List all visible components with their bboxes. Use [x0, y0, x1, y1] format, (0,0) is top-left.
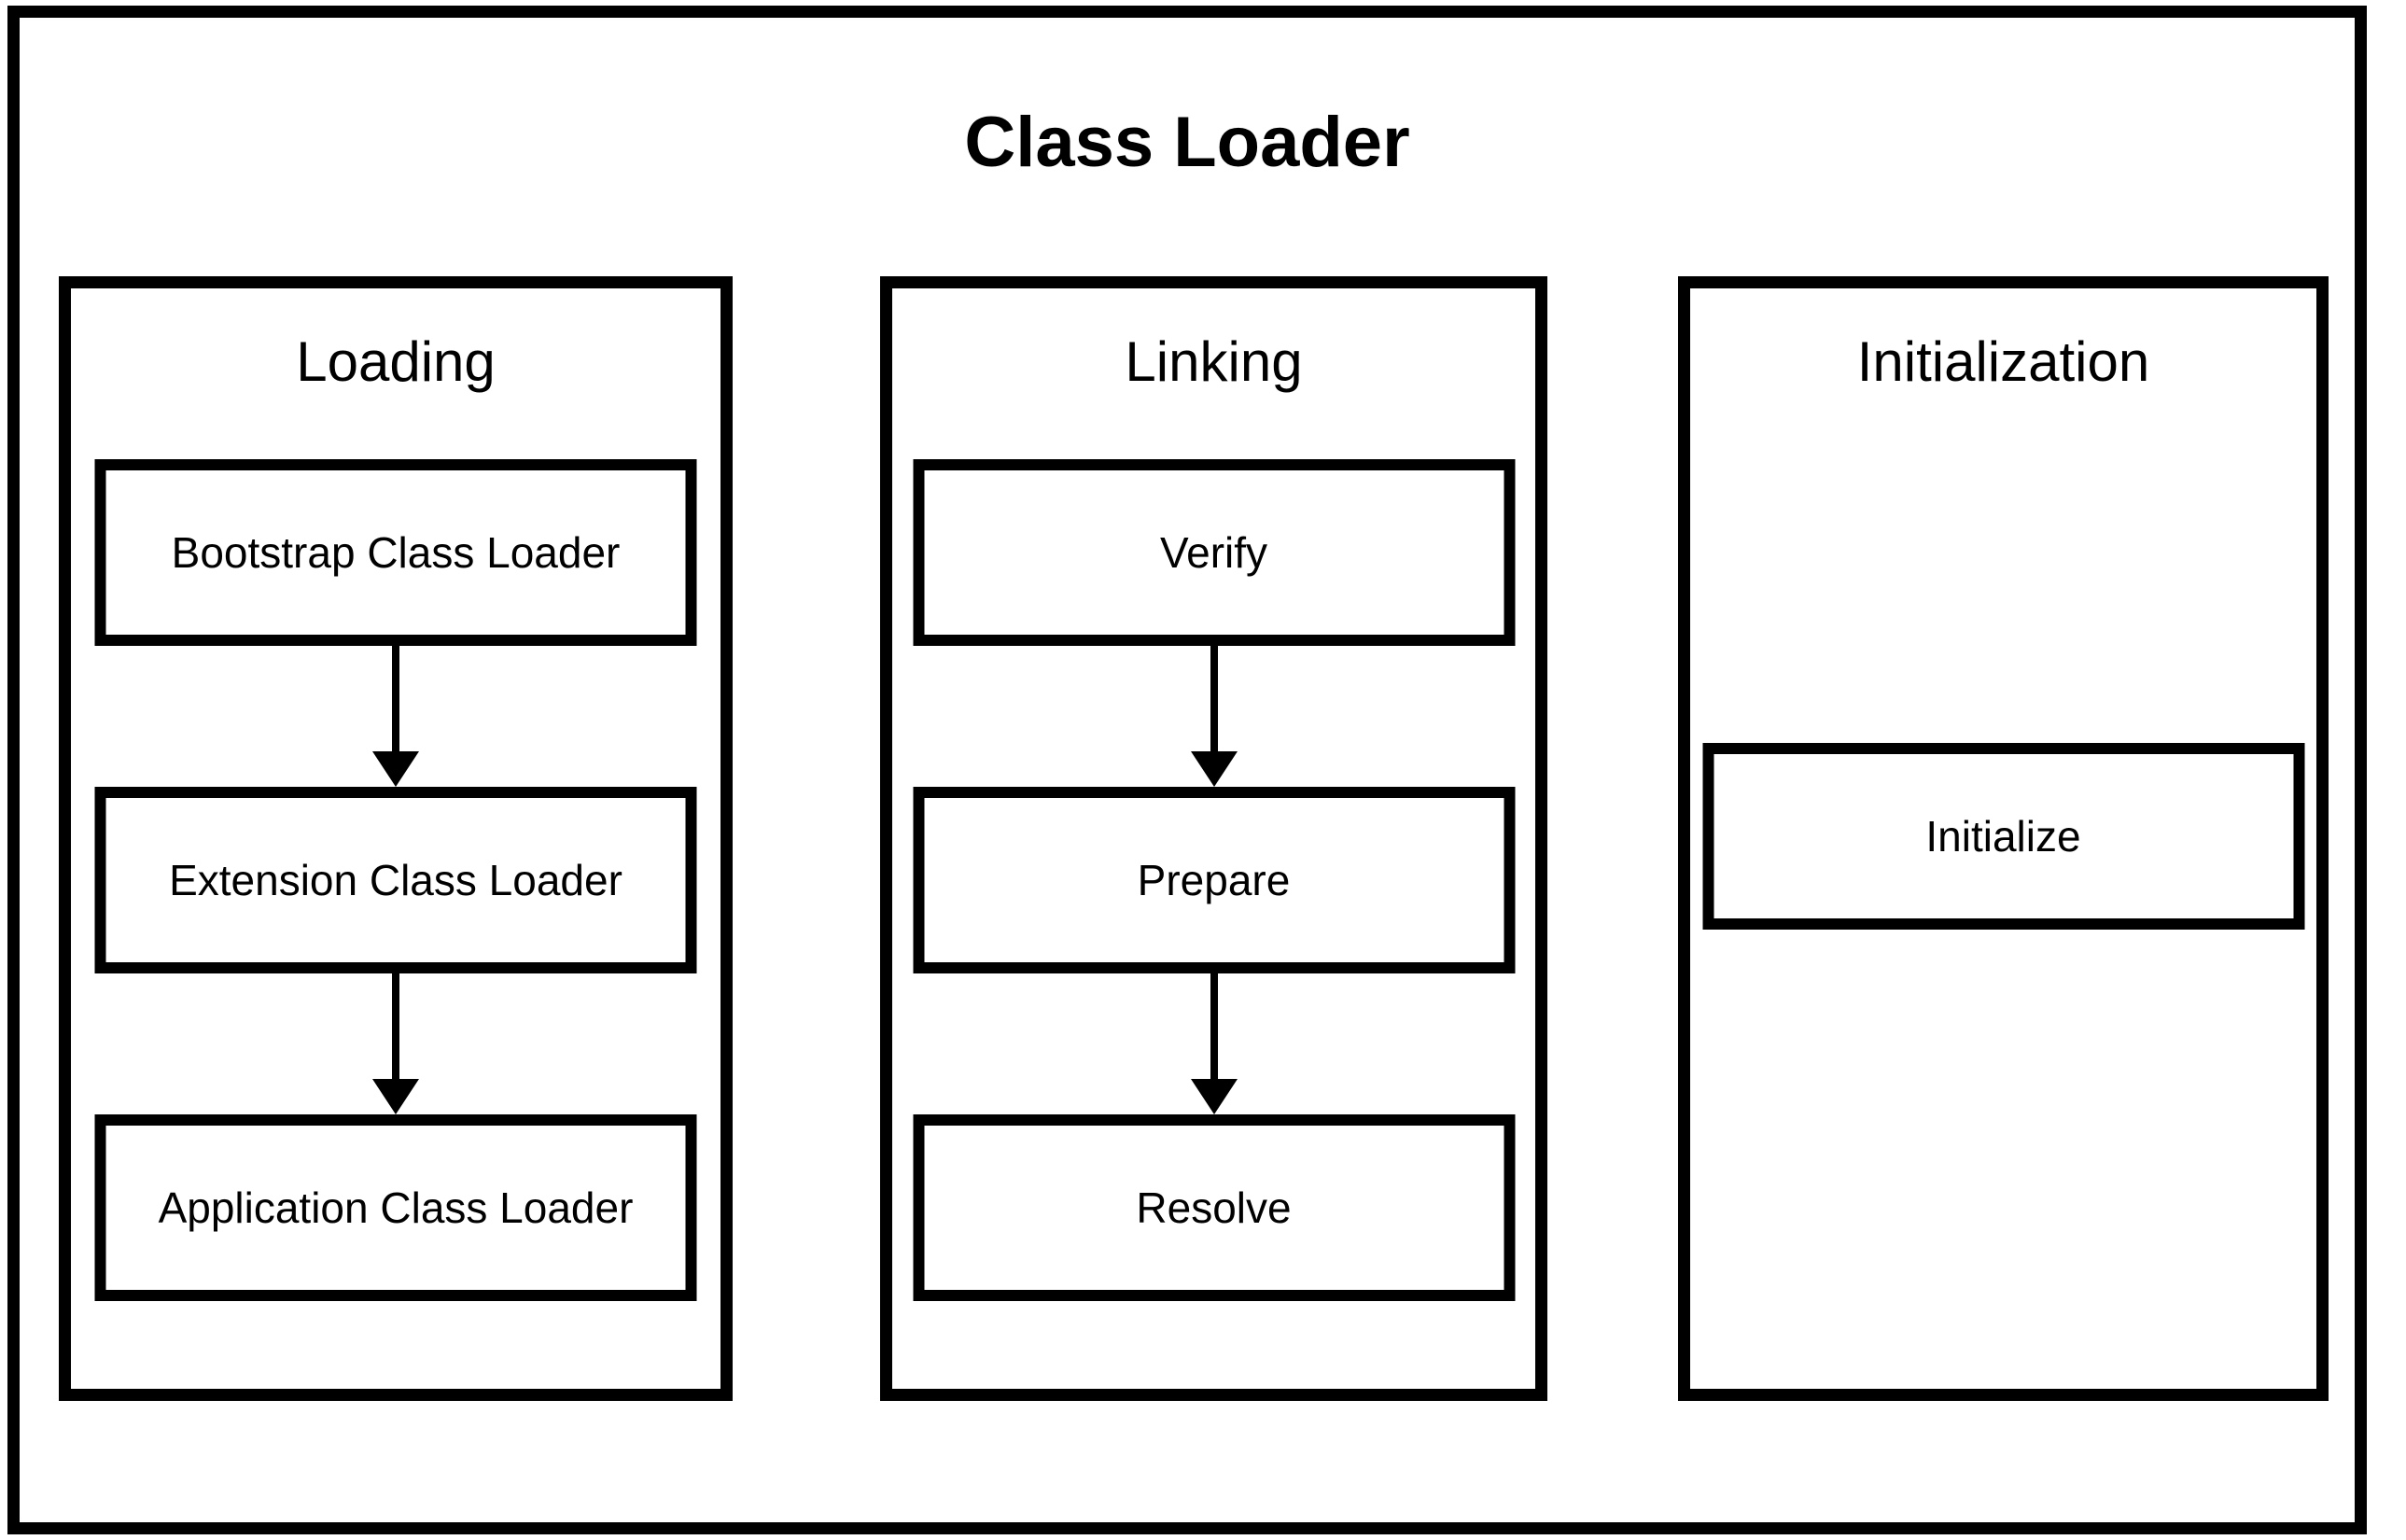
diagram-frame: Class Loader Loading Bootstrap Class Loa… — [7, 6, 2367, 1534]
column-loading: Loading Bootstrap Class Loader Extension… — [59, 276, 733, 1401]
arrow-stem — [1210, 646, 1218, 757]
column-loading-title: Loading — [296, 330, 496, 393]
node-verify: Verify — [913, 459, 1515, 646]
node-extension-class-loader: Extension Class Loader — [94, 787, 697, 973]
arrow-verify-to-prepare — [1190, 646, 1238, 787]
column-linking: Linking Verify Prepare Resolve — [880, 276, 1547, 1401]
node-application-class-loader: Application Class Loader — [94, 1114, 697, 1301]
node-resolve-label: Resolve — [1136, 1183, 1292, 1232]
node-bootstrap-class-loader-label: Bootstrap Class Loader — [171, 527, 621, 577]
node-extension-class-loader-label: Extension Class Loader — [169, 855, 622, 904]
node-initialize: Initialize — [1702, 743, 2304, 930]
arrowhead-down-icon — [1190, 1079, 1238, 1114]
node-prepare-label: Prepare — [1137, 855, 1291, 904]
node-prepare: Prepare — [913, 787, 1515, 973]
column-initialization-title: Initialization — [1856, 330, 2150, 393]
arrowhead-down-icon — [372, 1079, 419, 1114]
arrowhead-down-icon — [372, 751, 419, 787]
node-resolve: Resolve — [913, 1114, 1515, 1301]
arrow-bootstrap-to-extension — [372, 646, 419, 787]
arrowhead-down-icon — [1190, 751, 1238, 787]
node-bootstrap-class-loader: Bootstrap Class Loader — [94, 459, 697, 646]
node-application-class-loader-label: Application Class Loader — [158, 1183, 634, 1232]
arrow-stem — [1210, 973, 1218, 1085]
column-initialization: Initialization Initialize — [1678, 276, 2329, 1401]
arrow-prepare-to-resolve — [1190, 973, 1238, 1114]
arrow-extension-to-application — [372, 973, 419, 1114]
column-linking-title: Linking — [1125, 330, 1303, 393]
node-initialize-label: Initialize — [1925, 811, 2081, 861]
arrow-stem — [392, 646, 399, 757]
arrow-stem — [392, 973, 399, 1085]
diagram-title: Class Loader — [964, 103, 1410, 182]
node-verify-label: Verify — [1159, 527, 1268, 577]
